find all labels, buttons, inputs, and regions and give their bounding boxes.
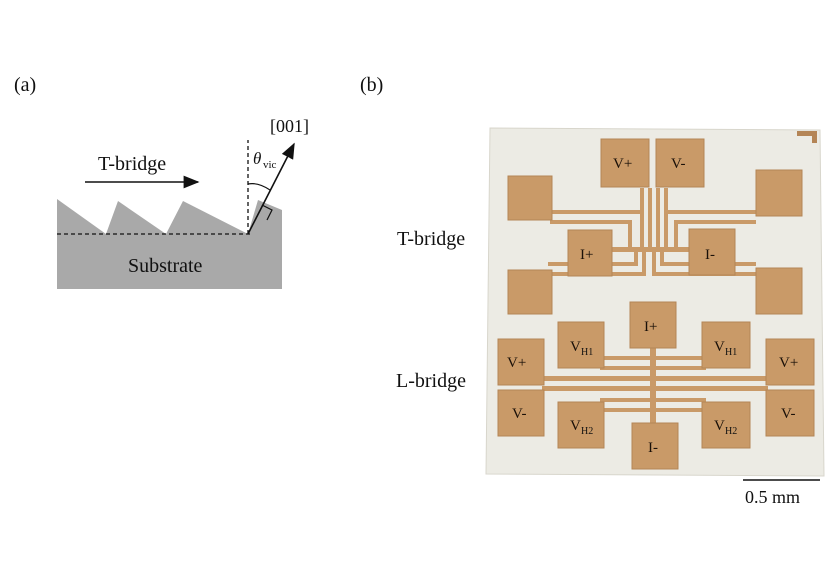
t-i-minus-text: I- — [705, 247, 715, 263]
vh1-right-main: V — [714, 339, 725, 355]
vh2-right-sub: H2 — [725, 426, 737, 437]
theta-symbol: θ — [253, 149, 261, 168]
t-pad-i-minus — [688, 228, 736, 276]
l-v-minus-left-text: V- — [512, 406, 526, 422]
t-pad-corner-br — [755, 267, 803, 315]
l-v-plus-right-text: V+ — [779, 355, 798, 371]
t-bridge-label: T-bridge — [397, 228, 466, 250]
right-angle-marker — [261, 204, 273, 221]
l-i-minus-text: I- — [648, 440, 658, 456]
l-i-plus-text: I+ — [644, 319, 657, 335]
theta-subscript: vic — [263, 159, 277, 171]
vh1-right-sub: H1 — [725, 347, 737, 358]
l-pad-vh2-right — [701, 401, 751, 449]
t-pad-v-plus — [600, 138, 650, 188]
corner-mark — [797, 131, 817, 136]
substrate-label: Substrate — [128, 255, 203, 277]
t-pad-corner-bl — [507, 269, 553, 315]
vh2-left-sub: H2 — [581, 426, 593, 437]
l-v-minus-right-text: V- — [781, 406, 795, 422]
vh2-right-main: V — [714, 418, 725, 434]
t-v-plus-text: V+ — [613, 156, 632, 172]
substrate-shape — [57, 199, 282, 289]
l-pad-v-minus-right — [765, 389, 815, 437]
l-pad-vh2-left — [557, 401, 605, 449]
corner-mark — [812, 131, 817, 143]
vh1-left-main: V — [570, 339, 581, 355]
l-bridge-label: L-bridge — [396, 370, 466, 392]
t-pad-corner-tl — [507, 175, 553, 221]
vh1-left-sub: H1 — [581, 347, 593, 358]
t-pad-corner-tr — [755, 169, 803, 217]
scale-bar-label: 0.5 mm — [745, 487, 800, 507]
l-pad-vh1-right — [701, 321, 751, 369]
t-pad-v-minus — [655, 138, 705, 188]
direction-label: [001] — [270, 116, 309, 136]
t-i-plus-text: I+ — [580, 247, 593, 263]
l-pad-v-plus-left — [497, 338, 545, 386]
t-bridge-arrow-label: T-bridge — [98, 153, 166, 175]
t-v-minus-text: V- — [671, 156, 685, 172]
l-pad-v-plus-right — [765, 338, 815, 386]
l-v-plus-left-text: V+ — [507, 355, 526, 371]
theta-arc — [247, 183, 271, 191]
vh2-left-main: V — [570, 418, 581, 434]
panel-b-label: (b) — [360, 74, 384, 96]
l-pad-i-minus — [631, 422, 679, 470]
panel-a-label: (a) — [14, 74, 37, 96]
l-pad-v-minus-left — [497, 389, 545, 437]
l-pad-i-plus — [629, 301, 677, 349]
l-pad-vh1-left — [557, 321, 605, 369]
direction-arrow — [247, 142, 295, 235]
t-pad-i-plus — [567, 229, 613, 277]
